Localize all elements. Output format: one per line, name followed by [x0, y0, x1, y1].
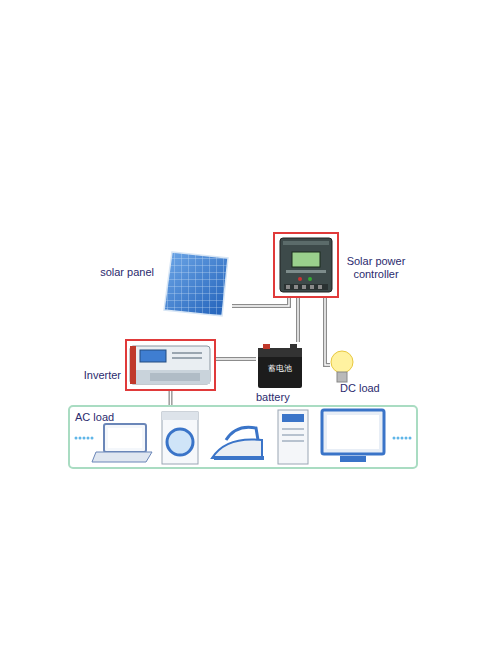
controller-node: Solar power controller	[273, 232, 339, 298]
wire-core	[325, 298, 330, 365]
node-label: solar panel	[100, 266, 154, 279]
iron-figure	[212, 427, 264, 460]
wire	[169, 391, 173, 405]
solar-panel-node: solar panel	[162, 250, 232, 318]
wire-core	[297, 298, 298, 342]
wire	[216, 357, 256, 361]
laptop-figure	[92, 424, 152, 462]
node-label: Solar power controller	[341, 255, 411, 281]
inverter-figure	[130, 346, 210, 384]
wire	[232, 298, 289, 306]
bulb-figure	[331, 351, 353, 382]
ac-unit-figure	[278, 410, 308, 464]
wire	[325, 298, 330, 365]
wire-core	[170, 391, 171, 405]
washer-figure	[162, 412, 198, 464]
node-label: DC load	[340, 382, 380, 395]
inverter-node: Inverter	[125, 339, 216, 391]
controller-figure	[280, 238, 332, 292]
ac-load-panel: AC load	[68, 405, 418, 469]
monitor-figure	[322, 410, 384, 462]
solar-panel-figure	[164, 252, 228, 316]
battery-node: 蓄电池battery	[256, 342, 304, 390]
node-label: AC load	[75, 411, 114, 424]
wire	[296, 298, 300, 342]
node-label: 蓄电池	[256, 364, 304, 374]
node-label: battery	[256, 391, 290, 404]
ellipsis-dots	[75, 437, 412, 440]
dc-load-node: DC load	[330, 349, 354, 385]
wire-core	[216, 358, 256, 359]
wire-core	[232, 298, 289, 306]
node-label: Inverter	[84, 369, 121, 382]
